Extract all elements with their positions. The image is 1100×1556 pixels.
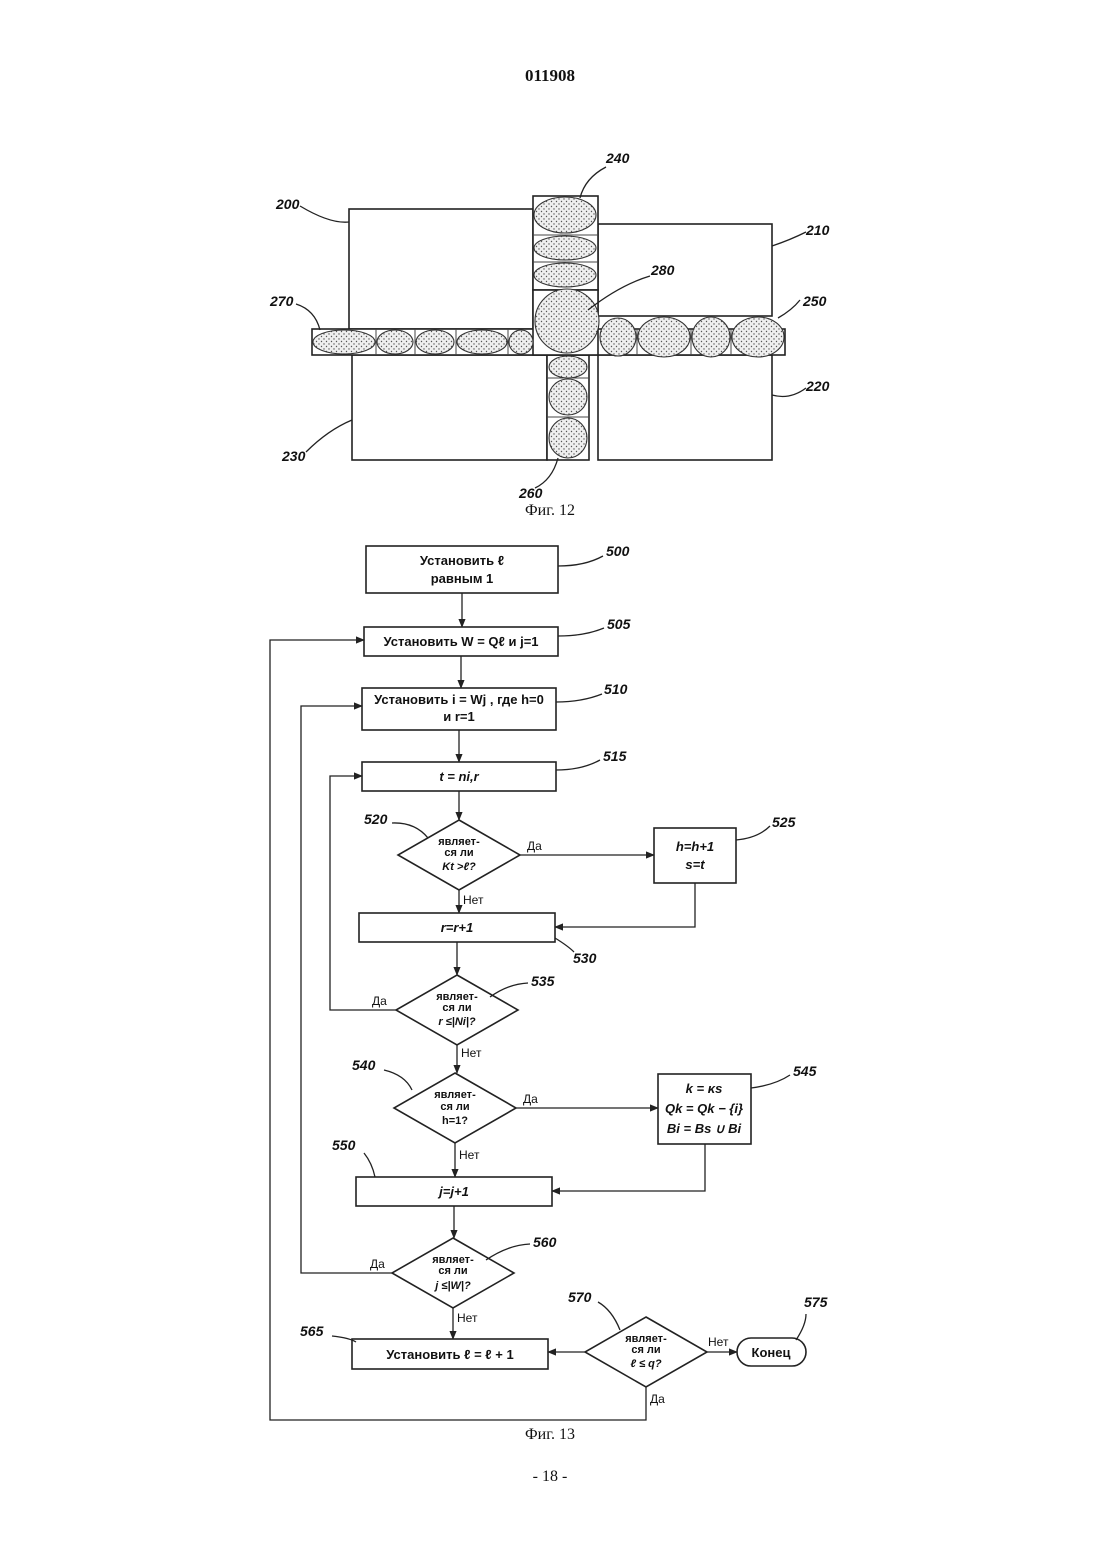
ref-570: 570 bbox=[568, 1289, 592, 1305]
branch-520-yes: Да bbox=[527, 839, 542, 853]
ref-540: 540 bbox=[352, 1057, 376, 1073]
box-510-line2: и r=1 bbox=[443, 709, 474, 724]
ellipse-cell bbox=[549, 418, 587, 458]
figure-13-caption: Фиг. 13 bbox=[0, 1426, 1100, 1444]
leader-240 bbox=[580, 167, 606, 198]
ellipse-cell bbox=[600, 318, 636, 356]
branch-535-yes: Да bbox=[372, 994, 387, 1008]
box-500-line2: равным 1 bbox=[431, 571, 494, 586]
ref-520: 520 bbox=[364, 811, 388, 827]
leader-210 bbox=[772, 232, 806, 246]
ref-270: 270 bbox=[269, 293, 294, 309]
page-footer: - 18 - bbox=[0, 1468, 1100, 1486]
ellipse-cell bbox=[549, 379, 587, 415]
box-500-line1: Установить ℓ bbox=[420, 553, 504, 568]
leader-270 bbox=[296, 304, 320, 330]
ref-505: 505 bbox=[607, 616, 631, 632]
ref-510: 510 bbox=[604, 681, 628, 697]
ellipse-cell bbox=[534, 197, 596, 233]
figure-13: Установить ℓ равным 1 500 Установить W =… bbox=[270, 543, 828, 1420]
leader-220 bbox=[772, 388, 806, 396]
decision-560-line3: j ≤|W|? bbox=[433, 1280, 471, 1292]
box-505-text: Установить W = Qℓ и j=1 bbox=[383, 634, 538, 649]
box-565-text: Установить ℓ = ℓ + 1 bbox=[386, 1347, 513, 1362]
ellipse-cell bbox=[416, 330, 454, 354]
leader-260 bbox=[535, 458, 558, 488]
ref-550: 550 bbox=[332, 1137, 356, 1153]
ellipse-cell bbox=[692, 317, 730, 357]
decision-560-line2: ся ли bbox=[438, 1265, 467, 1277]
decision-520-line3: Kt >ℓ? bbox=[442, 861, 476, 873]
ref-220: 220 bbox=[805, 378, 830, 394]
ref-250: 250 bbox=[802, 293, 827, 309]
ellipse-cell bbox=[457, 330, 507, 354]
block-210 bbox=[598, 224, 772, 316]
ref-525: 525 bbox=[772, 814, 796, 830]
terminal-575-text: Конец bbox=[752, 1345, 791, 1360]
leader-250 bbox=[778, 300, 800, 318]
ref-530: 530 bbox=[573, 950, 597, 966]
circle-cell-280 bbox=[535, 289, 599, 353]
ellipse-cell bbox=[377, 330, 413, 354]
ref-545: 545 bbox=[793, 1063, 817, 1079]
ref-515: 515 bbox=[603, 748, 627, 764]
decision-535-line2: ся ли bbox=[442, 1002, 471, 1014]
box-515-text: t = ni,r bbox=[439, 769, 479, 784]
ellipse-cell bbox=[549, 356, 587, 378]
ref-210: 210 bbox=[805, 222, 830, 238]
leader-230 bbox=[306, 420, 352, 452]
block-200 bbox=[349, 209, 533, 329]
branch-540-no: Нет bbox=[459, 1148, 480, 1162]
ref-260: 260 bbox=[518, 485, 543, 501]
box-525-line2: s=t bbox=[685, 857, 705, 872]
ref-500: 500 bbox=[606, 543, 630, 559]
box-545-line1: k = κs bbox=[686, 1081, 723, 1096]
decision-535-line3: r ≤|Ni|? bbox=[438, 1016, 476, 1028]
leader-200 bbox=[300, 206, 349, 222]
box-525-line1: h=h+1 bbox=[676, 839, 714, 854]
ellipse-cell bbox=[638, 317, 690, 357]
box-530-text: r=r+1 bbox=[441, 920, 474, 935]
branch-570-no: Нет bbox=[708, 1335, 729, 1349]
ellipse-cell bbox=[313, 330, 375, 354]
ellipse-cell bbox=[534, 236, 596, 260]
ref-230: 230 bbox=[281, 448, 306, 464]
ref-280: 280 bbox=[650, 262, 675, 278]
decision-520-line2: ся ли bbox=[444, 847, 473, 859]
branch-560-yes: Да bbox=[370, 1257, 385, 1271]
decision-570-line3: ℓ ≤ q? bbox=[630, 1358, 662, 1370]
ref-565: 565 bbox=[300, 1323, 324, 1339]
ref-560: 560 bbox=[533, 1234, 557, 1250]
branch-560-no: Нет bbox=[457, 1311, 478, 1325]
branch-570-yes: Да bbox=[650, 1392, 665, 1406]
ref-200: 200 bbox=[275, 196, 300, 212]
decision-570-line2: ся ли bbox=[631, 1344, 660, 1356]
block-220 bbox=[598, 355, 772, 460]
branch-540-yes: Да bbox=[523, 1092, 538, 1106]
decision-540-line3: h=1? bbox=[442, 1115, 468, 1127]
box-510-line1: Установить i = Wj , где h=0 bbox=[374, 692, 544, 707]
ref-240: 240 bbox=[605, 150, 630, 166]
decision-540-line1: являет- bbox=[434, 1089, 476, 1101]
ellipse-cell bbox=[534, 263, 596, 287]
decision-540-line2: ся ли bbox=[440, 1101, 469, 1113]
box-550-text: j=j+1 bbox=[437, 1184, 469, 1199]
box-525 bbox=[654, 828, 736, 883]
branch-535-no: Нет bbox=[461, 1046, 482, 1060]
figure-12-caption: Фиг. 12 bbox=[0, 502, 1100, 520]
block-230 bbox=[352, 355, 547, 460]
figure-12: 200 210 220 230 240 250 260 270 280 bbox=[269, 150, 830, 501]
ellipse-cell bbox=[509, 330, 533, 354]
ref-575: 575 bbox=[804, 1294, 828, 1310]
box-545-line3: Bi = Bs ∪ Bi bbox=[667, 1121, 742, 1136]
box-545-line2: Qk = Qk − {i} bbox=[665, 1101, 743, 1116]
ellipse-cell bbox=[732, 317, 784, 357]
branch-520-no: Нет bbox=[463, 893, 484, 907]
ref-535: 535 bbox=[531, 973, 555, 989]
